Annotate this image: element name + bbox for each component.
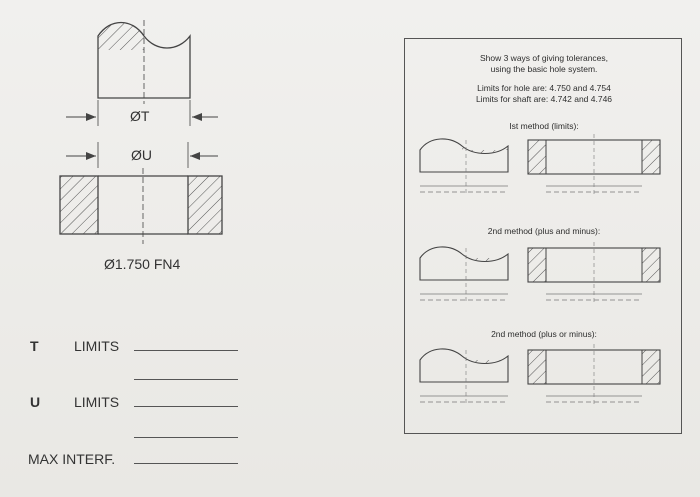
u-limits-blank-2[interactable]: [134, 437, 238, 438]
u-letter: U: [30, 394, 41, 410]
u-limits-label: LIMITS: [74, 394, 120, 410]
hole-section-view: [59, 168, 223, 244]
max-interf-blank[interactable]: [134, 463, 238, 464]
panel-method3-drawing: [419, 344, 661, 406]
dimension-u-label: ØU: [131, 147, 152, 163]
t-dimension: [66, 100, 218, 126]
panel-method2-drawing: [419, 242, 661, 304]
hole-limits-text: Limits for hole are: 4.750 and 4.754: [477, 83, 611, 93]
u-limits-blank-1[interactable]: [134, 406, 238, 407]
t-limits-blank-2[interactable]: [134, 379, 238, 380]
fit-label: Ø1.750 FN4: [104, 256, 181, 272]
t-limits-label: LIMITS: [74, 338, 120, 354]
panel-method1-drawing: [419, 134, 661, 196]
shaft-view: [97, 20, 191, 104]
t-letter: T: [30, 338, 39, 354]
shaft-limits-text: Limits for shaft are: 4.742 and 4.746: [475, 94, 613, 104]
u-dimension: [66, 142, 218, 168]
method-2-heading: 2nd method (plus and minus):: [487, 226, 601, 236]
t-limits-blank-1[interactable]: [134, 350, 238, 351]
method-3-heading: 2nd method (plus or minus):: [491, 329, 597, 339]
instruction-line-2: using the basic hole system.: [490, 64, 598, 74]
instruction-line-1: Show 3 ways of giving tolerances,: [479, 53, 609, 63]
method-1-heading: Ist method (limits):: [509, 121, 579, 131]
dimension-t-label: ØT: [130, 108, 150, 124]
max-interf-label: MAX INTERF.: [28, 451, 116, 467]
tolerance-methods-panel: Show 3 ways of giving tolerances, using …: [404, 38, 682, 434]
